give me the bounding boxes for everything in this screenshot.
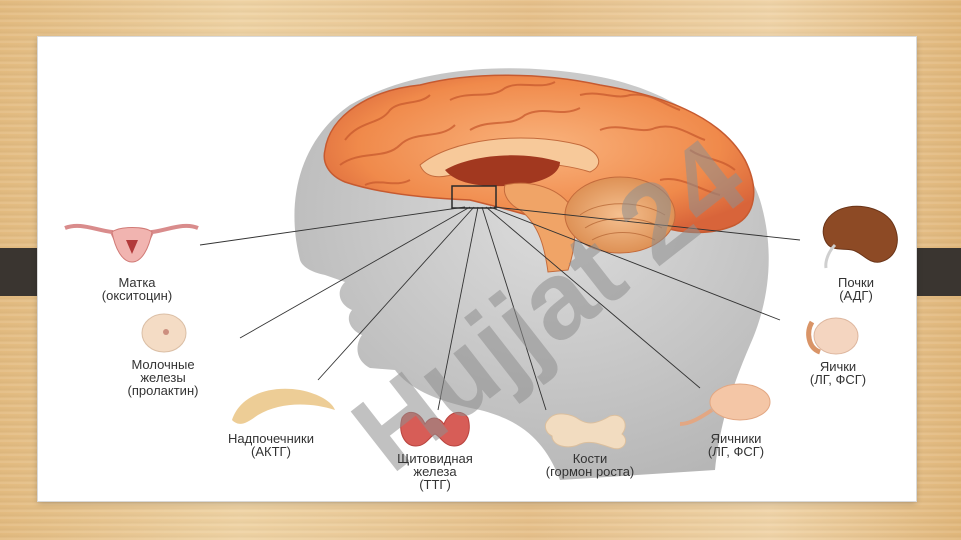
ovary-icon <box>679 383 771 426</box>
ovaries-label: Яичники(ЛГ, ФСГ) <box>707 431 765 459</box>
bones-label: Кости(гормон роста) <box>545 451 635 479</box>
kidney-label: Почки(АДГ) <box>837 275 874 303</box>
adrenal-label: Надпочечники(АКТГ) <box>228 431 314 459</box>
adrenal-gland-icon <box>232 388 335 424</box>
testes-label: Яички(ЛГ, ФСГ) <box>809 359 867 387</box>
left-accent-bar <box>0 248 42 296</box>
right-accent-bar <box>915 248 961 296</box>
connector-lines <box>199 206 801 411</box>
testes-icon <box>806 317 859 355</box>
kidney-icon <box>822 205 898 269</box>
mammary-gland-icon <box>141 313 187 353</box>
uterus-label: Матка(окситоцин) <box>101 275 173 303</box>
uterus-icon <box>64 223 199 263</box>
thyroid-icon <box>400 411 470 447</box>
brain <box>323 74 755 273</box>
bone-icon <box>544 413 627 450</box>
